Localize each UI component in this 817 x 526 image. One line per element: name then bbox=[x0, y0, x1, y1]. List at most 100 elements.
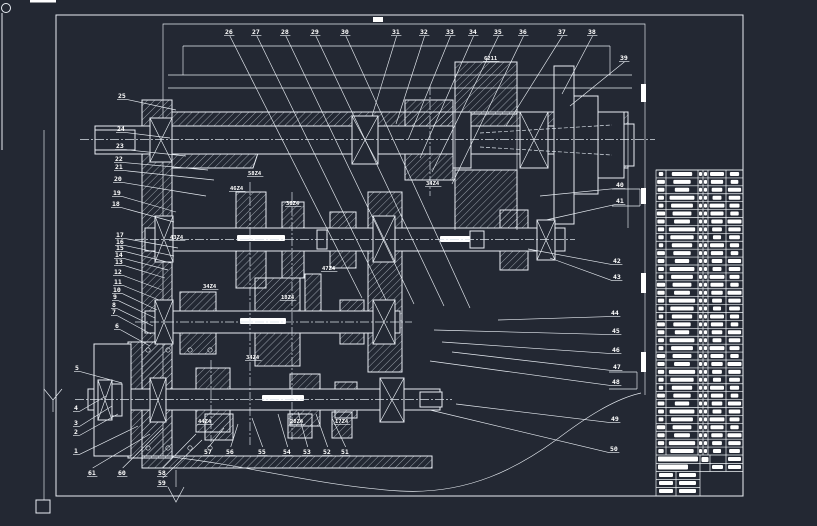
bom-cell-text bbox=[670, 235, 694, 240]
bom-cell-text bbox=[699, 259, 702, 264]
bom-cell-text bbox=[671, 274, 693, 279]
bom-cell-text bbox=[710, 314, 724, 319]
bolt-head bbox=[187, 445, 193, 451]
bom-cell-text bbox=[704, 227, 707, 232]
titleblock-text bbox=[658, 464, 688, 470]
balloon-leader bbox=[433, 329, 612, 335]
balloon-number: 60 bbox=[118, 469, 126, 477]
bom-cell-text bbox=[704, 235, 707, 240]
bom-cell-text bbox=[728, 369, 741, 374]
titleblock-text bbox=[659, 481, 673, 485]
ucs-origin-icon bbox=[1, 3, 11, 13]
bom-cell-text bbox=[669, 195, 695, 200]
bearing-cross bbox=[379, 377, 405, 423]
corner-box bbox=[35, 499, 51, 514]
balloon-number: 32 bbox=[420, 28, 428, 36]
bom-cell-text bbox=[656, 282, 666, 287]
bom-cell-text bbox=[704, 274, 707, 279]
balloon-number: 27 bbox=[252, 28, 260, 36]
bom-cell-text bbox=[727, 401, 742, 406]
shaft-or-flange bbox=[573, 95, 599, 195]
bom-cell-text bbox=[668, 441, 696, 446]
balloon-number: 36 bbox=[519, 28, 527, 36]
bom-cell-text bbox=[674, 290, 690, 295]
balloon-number: 55 bbox=[258, 448, 266, 456]
bom-cell-text bbox=[699, 195, 702, 200]
balloon-bracket bbox=[612, 188, 641, 207]
bom-cell-text bbox=[704, 211, 707, 216]
bom-cell-text bbox=[699, 187, 702, 192]
bom-cell-text bbox=[728, 409, 741, 414]
bom-cell-text bbox=[729, 203, 740, 208]
bom-cell-text bbox=[670, 377, 694, 382]
bom-cell-text bbox=[699, 361, 702, 366]
bearing-cross bbox=[149, 117, 173, 163]
bom-cell-text bbox=[699, 298, 702, 303]
bom-cell-text bbox=[704, 441, 707, 446]
balloon-number: 9 bbox=[113, 293, 117, 301]
bolt-head bbox=[207, 347, 213, 353]
bom-cell-text bbox=[709, 203, 725, 208]
balloon-leader bbox=[277, 413, 289, 448]
balloon-leader bbox=[497, 316, 611, 321]
bom-cell-text bbox=[712, 449, 722, 454]
bom-cell-text bbox=[710, 171, 724, 176]
bom-cell-text bbox=[728, 338, 741, 343]
balloon-leader bbox=[441, 341, 612, 354]
bom-cell-text bbox=[728, 298, 741, 303]
bom-cell-text bbox=[704, 314, 707, 319]
bom-cell-text bbox=[671, 417, 693, 422]
balloon-number: 23 bbox=[116, 142, 124, 150]
balloon-number: 52 bbox=[323, 448, 331, 456]
bom-cell-text bbox=[710, 354, 724, 359]
bom-cell-text bbox=[712, 369, 722, 374]
bom-cell-text bbox=[730, 282, 739, 287]
bom-cell-text bbox=[699, 417, 702, 422]
bom-cell-text bbox=[669, 338, 695, 343]
bom-cell-text bbox=[699, 227, 702, 232]
bom-cell-text bbox=[728, 195, 741, 200]
bom-cell-text bbox=[657, 441, 665, 446]
balloon-leader bbox=[419, 35, 474, 159]
balloon-leader bbox=[429, 409, 610, 453]
bom-cell-text bbox=[671, 171, 693, 176]
bom-cell-text bbox=[704, 259, 707, 264]
bom-cell-text bbox=[674, 361, 690, 366]
balloon-number: 31 bbox=[392, 28, 400, 36]
bom-cell-text bbox=[657, 433, 665, 438]
balloon-leader bbox=[79, 413, 119, 436]
bom-cell-text bbox=[704, 409, 707, 414]
balloon-leader bbox=[125, 245, 175, 257]
bom-cell-text bbox=[730, 211, 739, 216]
balloon-number: 18 bbox=[112, 200, 120, 208]
bom-cell-text bbox=[699, 449, 702, 454]
bom-cell-text bbox=[658, 243, 664, 248]
balloon-number: 58 bbox=[158, 469, 166, 477]
housing-line bbox=[454, 62, 518, 230]
bom-cell-text bbox=[671, 385, 693, 390]
bom-cell-text bbox=[712, 266, 722, 271]
bom-cell-text bbox=[658, 314, 664, 319]
shaft-or-flange bbox=[94, 129, 136, 151]
balloon-number: 29 bbox=[311, 28, 319, 36]
bom-cell-text bbox=[656, 211, 666, 216]
balloon-leader bbox=[120, 329, 151, 347]
gearbox-section-view bbox=[87, 45, 635, 469]
balloon-number: 46 bbox=[612, 346, 620, 354]
balloon-number: 42 bbox=[613, 257, 621, 265]
balloon-leader bbox=[431, 35, 499, 173]
bom-cell-text bbox=[674, 259, 690, 264]
balloon-leader bbox=[407, 35, 452, 141]
bearing-cross bbox=[519, 111, 549, 169]
bom-cell-text bbox=[704, 385, 707, 390]
balloon-number: 49 bbox=[611, 415, 619, 423]
balloon-number: 38 bbox=[588, 28, 596, 36]
bom-cell-text bbox=[729, 243, 740, 248]
balloon-leader bbox=[118, 300, 156, 319]
balloon-number: 5 bbox=[75, 364, 79, 372]
bom-cell-text bbox=[699, 203, 702, 208]
bom-cell-text bbox=[658, 306, 664, 311]
